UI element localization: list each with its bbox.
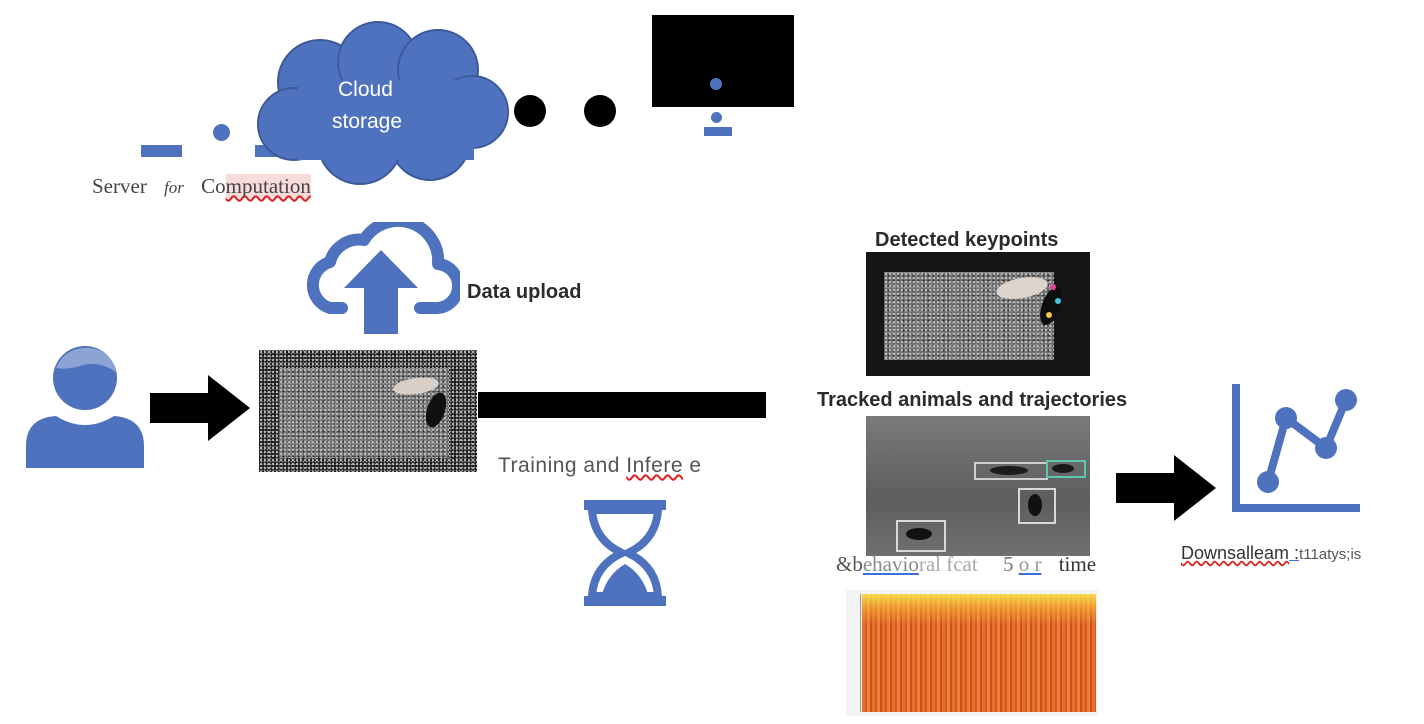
heatmap-y-axis [860, 594, 861, 712]
downstream-c: t11atys;is [1299, 546, 1362, 563]
server-dot [213, 124, 230, 141]
keypoints-frame [866, 252, 1090, 376]
server-mputation: mputation [225, 174, 311, 198]
line-chart-icon [1230, 384, 1360, 514]
tracked-animal [1028, 494, 1042, 516]
behavior-heatmap [846, 590, 1098, 716]
server-black-dot-2 [584, 95, 616, 127]
cloud-upload-icon [302, 222, 460, 334]
tracked-animals-label: Tracked animals and trajectories [817, 389, 1128, 411]
arrow-right-icon [150, 375, 250, 441]
server-for-word: for [164, 178, 184, 197]
tracking-frame [866, 416, 1090, 556]
server-for-computation-label: Server for Computation [92, 174, 311, 199]
behavioral-c: ral fcat [918, 552, 978, 576]
arrow-right-icon [1116, 455, 1216, 521]
server-black-dot-1 [514, 95, 546, 127]
user-icon [26, 338, 144, 468]
server-word: Server [92, 174, 147, 198]
downstream-analysis-label: Downsalleam :t11atys;is [1181, 543, 1361, 564]
behavioral-d: 5 [1002, 552, 1014, 576]
data-upload-label: Data upload [467, 281, 582, 303]
behavioral-features-label: &behavioral fcat 5 o r time [836, 552, 1096, 577]
cloud-storage-label-2: storage [332, 110, 403, 133]
tracked-animal [1052, 464, 1074, 473]
training-inference-label: Training and Infere e [498, 454, 702, 478]
training-b: Infere [626, 454, 683, 477]
tracking-box [896, 520, 946, 552]
hourglass-icon [584, 500, 666, 606]
downstream-b: : [1289, 543, 1300, 563]
heatmap-area [862, 594, 1096, 712]
input-video-frame [259, 350, 477, 472]
monitor-screen [652, 15, 794, 107]
server-co: Co [201, 174, 226, 198]
behavioral-f: time [1058, 552, 1097, 576]
cloud-storage: Cloud storage [250, 20, 518, 186]
keypoint-marker [1050, 284, 1056, 290]
tracking-box [1046, 460, 1086, 478]
training-a: Training and [498, 454, 627, 477]
monitor-stand-dot [711, 112, 722, 123]
behavioral-e: o r [1018, 552, 1042, 576]
training-c: e [683, 454, 702, 477]
tracked-animal [906, 528, 932, 540]
monitor-stand-base [704, 127, 732, 136]
training-bar [478, 392, 766, 418]
tracked-animal [990, 466, 1028, 475]
downstream-a: Downsalleam [1181, 543, 1290, 563]
keypoint-marker [1055, 298, 1061, 304]
cloud-shape [257, 21, 509, 185]
behavioral-b: ehavio [862, 552, 919, 576]
cloud-storage-label-1: Cloud [338, 78, 393, 101]
detected-keypoints-label: Detected keypoints [875, 229, 1059, 251]
server-dash-left [141, 145, 182, 157]
behavioral-a: &b [836, 552, 863, 576]
tracking-box [1018, 488, 1056, 524]
keypoint-marker [1046, 312, 1052, 318]
monitor-dot [710, 78, 722, 90]
